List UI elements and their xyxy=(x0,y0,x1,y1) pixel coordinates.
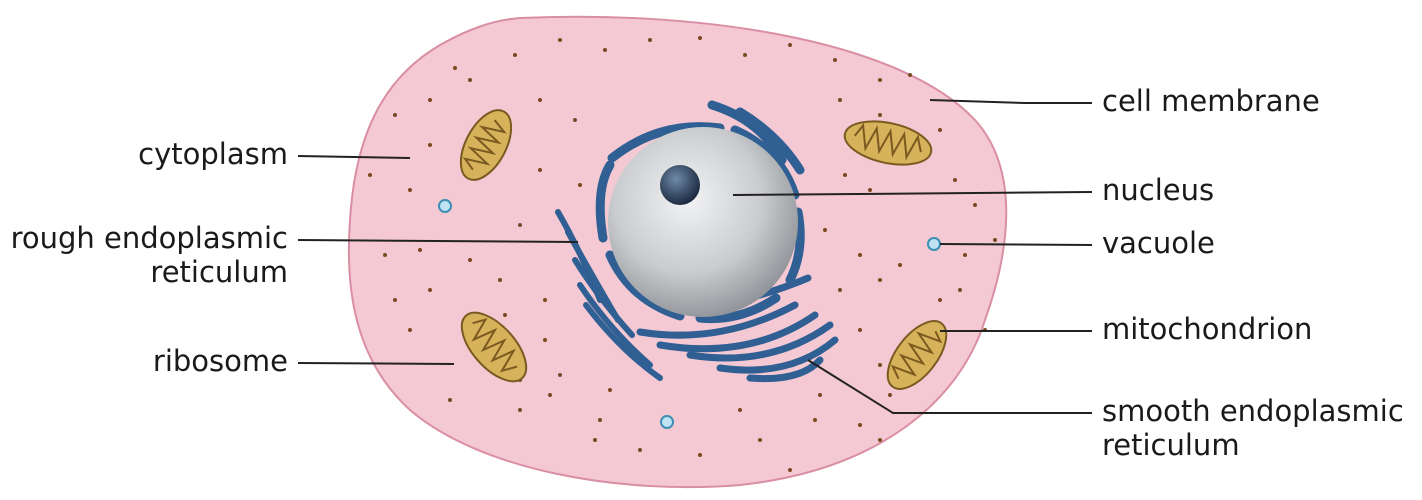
ribosome-dot xyxy=(738,408,742,412)
nuclear-envelope xyxy=(595,100,805,324)
ribosome-dot xyxy=(393,298,397,302)
ribosome-dot xyxy=(958,288,962,292)
ribosome-dot xyxy=(838,288,842,292)
ribosome-dot xyxy=(558,373,562,377)
ribosome-dot xyxy=(538,98,542,102)
mitochondrion-top-right xyxy=(843,120,933,166)
ribosome-dot xyxy=(448,398,452,402)
ribosome-dot xyxy=(548,393,552,397)
ribosome-dot xyxy=(878,78,882,82)
label-cytoplasm: cytoplasm xyxy=(138,137,288,171)
ribosome-dot xyxy=(408,188,412,192)
ribosome-dot xyxy=(428,143,432,147)
pointer-cytoplasm xyxy=(297,155,411,159)
ribosome-dot xyxy=(938,298,942,302)
ribosome-dot xyxy=(698,453,702,457)
ribosome-dot xyxy=(518,408,522,412)
ribosome-dot xyxy=(758,438,762,442)
ribosome-dot xyxy=(898,263,902,267)
label-mitochondrion: mitochondrion xyxy=(1102,312,1313,346)
nucleolus xyxy=(660,165,700,205)
ribosome-dot xyxy=(428,98,432,102)
ribosome-dot xyxy=(593,438,597,442)
label-ribosome: ribosome xyxy=(152,344,288,378)
ribosome-dot xyxy=(698,36,702,40)
ribosome-dot xyxy=(383,253,387,257)
ribosome-dot xyxy=(858,328,862,332)
ribosome-dot xyxy=(573,118,577,122)
ribosome-dot xyxy=(608,388,612,392)
mitochondrion-top-left xyxy=(459,109,513,181)
vacuole-right xyxy=(927,237,941,251)
ribosome-dot xyxy=(503,313,507,317)
ribosome-dot xyxy=(878,278,882,282)
mitochondrion-bottom-left xyxy=(460,311,528,383)
ribosome-dot xyxy=(788,43,792,47)
ribosome-dot xyxy=(813,418,817,422)
label-nucleus: nucleus xyxy=(1102,173,1215,207)
ribosome-dot xyxy=(468,258,472,262)
ribosome-dot xyxy=(603,48,607,52)
ribosome-dot xyxy=(598,418,602,422)
ribosome-dot xyxy=(838,98,842,102)
ribosome-dot xyxy=(543,298,547,302)
ribosome-dot xyxy=(393,113,397,117)
ribosome-dot xyxy=(858,253,862,257)
ribosome-dot xyxy=(888,393,892,397)
label-smooth-er: smooth endoplasmic reticulum xyxy=(1102,394,1404,463)
ribosome-dot xyxy=(518,223,522,227)
pointer-ribosome xyxy=(297,362,455,365)
ribosome-dot xyxy=(558,38,562,42)
pointer-cell-membrane xyxy=(929,99,1092,104)
ribosome-dot xyxy=(743,53,747,57)
ribosome-dot xyxy=(638,448,642,452)
ribosome-dot xyxy=(878,438,882,442)
ribosome-dot xyxy=(538,168,542,172)
ribosome-dot xyxy=(973,203,977,207)
ribosome-dot xyxy=(833,58,837,62)
label-rough-er: rough endoplasmic reticulum xyxy=(10,221,288,290)
label-vacuole: vacuole xyxy=(1102,226,1215,260)
vacuole-left xyxy=(438,199,452,213)
ribosome-dot xyxy=(818,393,822,397)
pointer-lines xyxy=(297,99,1093,414)
ribosome-dot xyxy=(408,328,412,332)
ribosome-dot xyxy=(938,128,942,132)
ribosome-dot xyxy=(498,278,502,282)
ribosome-dot xyxy=(543,338,547,342)
ribosome-dot xyxy=(428,288,432,292)
ribosome-dot xyxy=(953,178,957,182)
ribosome-dot xyxy=(788,468,792,472)
nucleus-shape xyxy=(608,127,798,317)
vacuole-bottom xyxy=(660,415,674,429)
label-cell-membrane: cell membrane xyxy=(1102,84,1320,118)
ribosome-dot xyxy=(468,78,472,82)
ribosome-dot xyxy=(878,113,882,117)
ribosome-dot xyxy=(578,183,582,187)
rough-er-left xyxy=(555,209,663,381)
ribosome-dot xyxy=(963,253,967,257)
pointer-rough-er xyxy=(297,239,579,243)
ribosome-dot xyxy=(823,228,827,232)
pointer-vacuole xyxy=(939,243,1093,246)
ribosome-dot xyxy=(513,53,517,57)
pointer-nucleus xyxy=(732,191,1093,196)
ribosome-dot xyxy=(868,188,872,192)
pointer-smooth-er xyxy=(807,359,1092,414)
ribosome-dot xyxy=(993,238,997,242)
ribosome-dot xyxy=(418,248,422,252)
ribosome-dot xyxy=(368,173,372,177)
ribosome-dot xyxy=(908,73,912,77)
ribosome-dot xyxy=(843,173,847,177)
ribosome-dot xyxy=(453,66,457,70)
ribosome-dot xyxy=(858,423,862,427)
mitochondrion-bottom-right xyxy=(886,320,948,390)
ribosome-dot xyxy=(648,38,652,42)
ribosome-dot xyxy=(878,363,882,367)
ribosomes xyxy=(368,36,997,472)
